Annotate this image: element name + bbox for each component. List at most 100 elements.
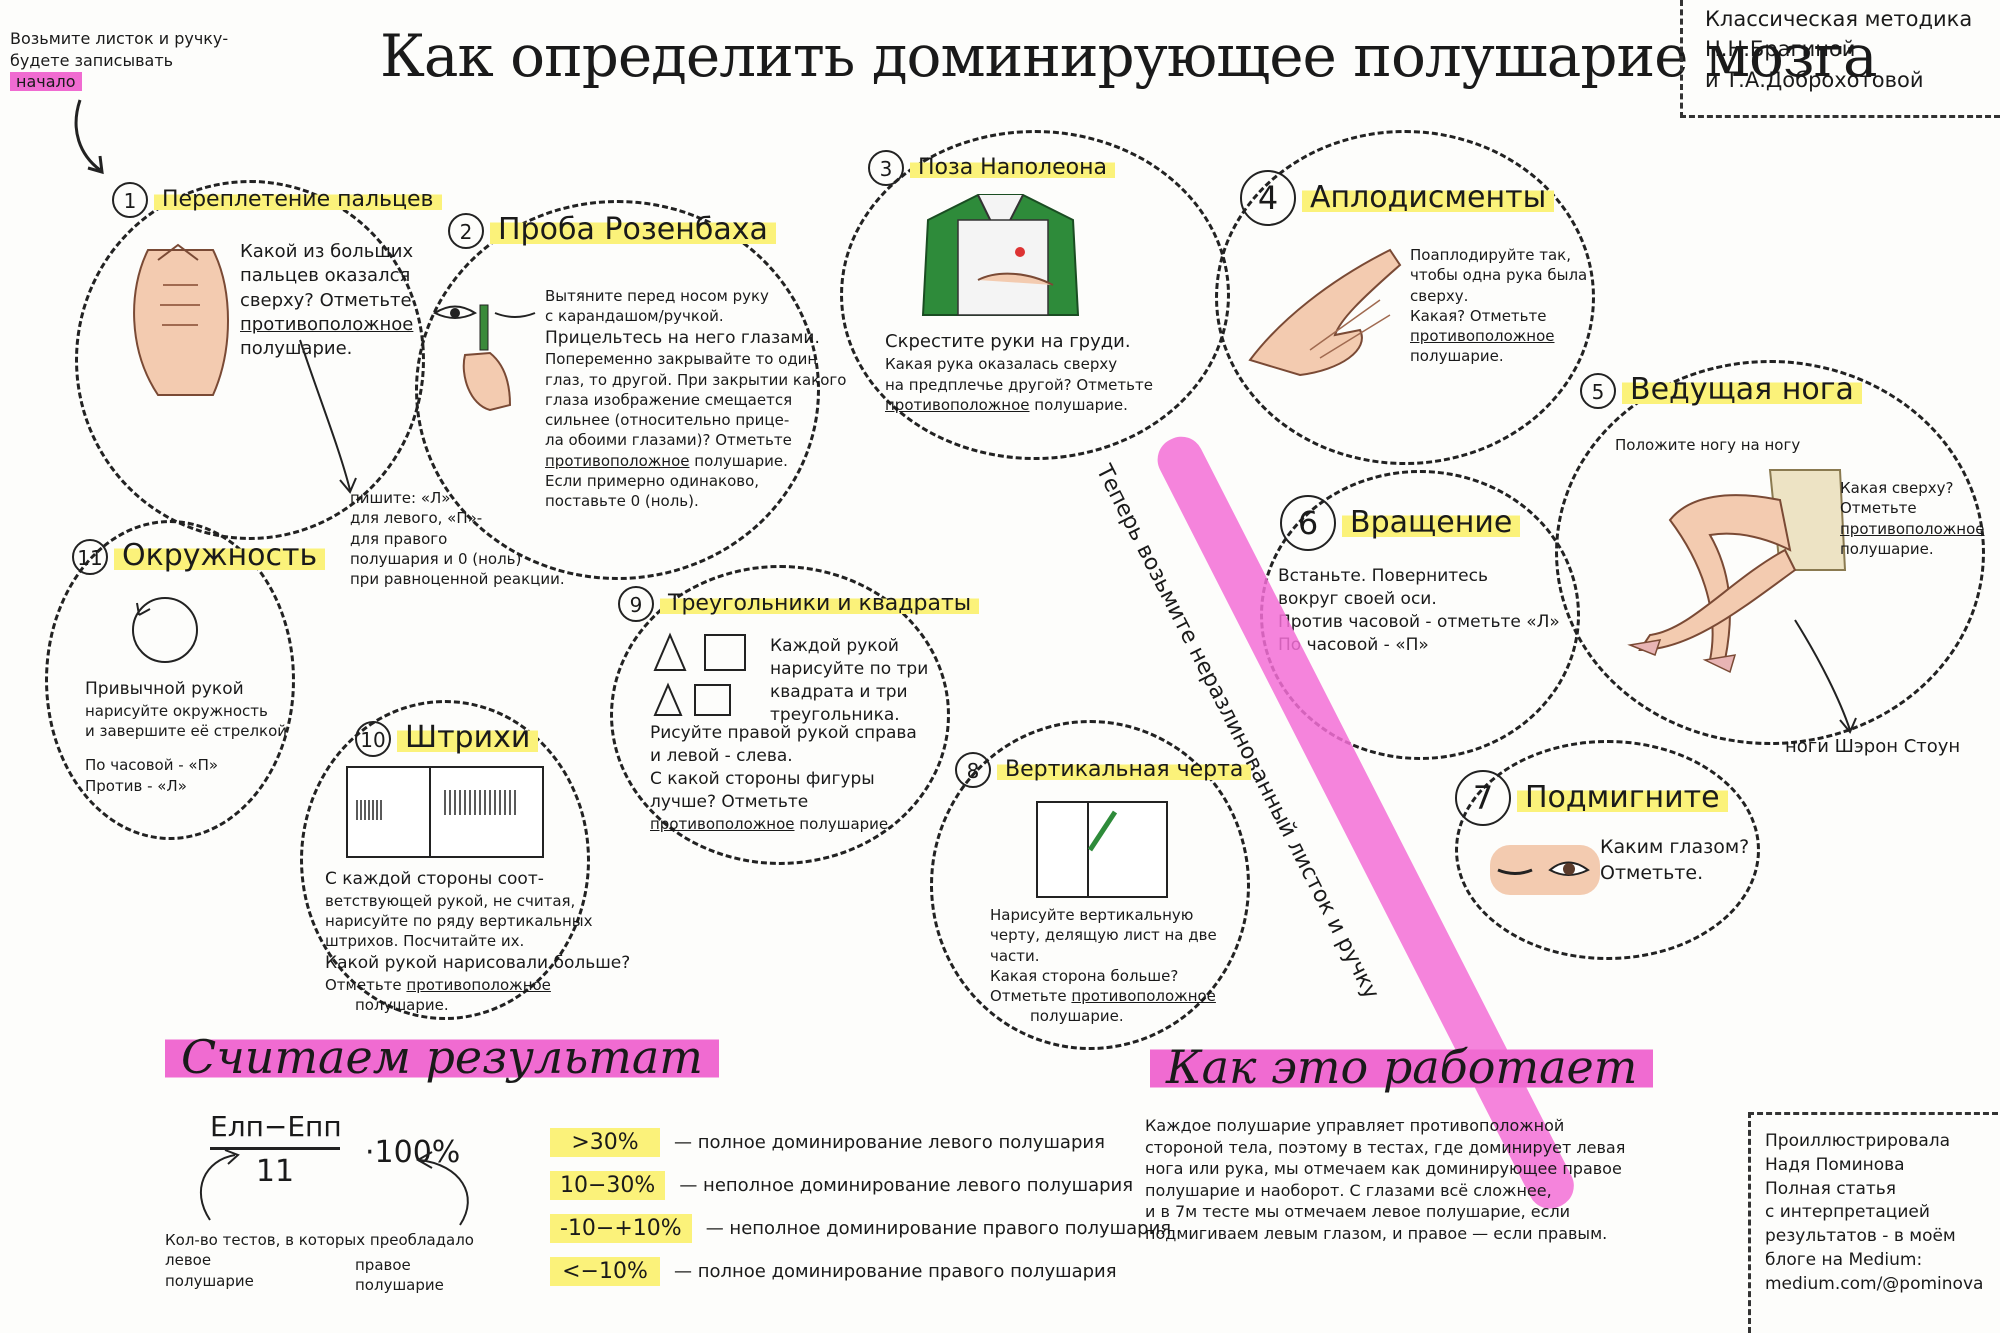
test-4-line-3: сверху.	[1410, 286, 1469, 305]
test-2-line-10: Если примерно одинаково,	[545, 471, 760, 490]
write-note-line-4: полушария и 0 (ноль)	[350, 549, 522, 568]
result-range: <−10%	[550, 1257, 660, 1286]
how-line-5: и в 7м тесте мы отмечаем левое полушарие…	[1145, 1202, 1571, 1222]
circle-arrow-icon	[132, 597, 198, 663]
write-note-line-5: при равноценной реакции.	[350, 570, 565, 588]
test-6-number: 6	[1280, 495, 1336, 551]
result-text: — неполное доминирование левого полушари…	[679, 1175, 1134, 1196]
test-9-line-7: С какой стороны фигуры	[650, 768, 875, 789]
credits: Проиллюстрировала Надя Поминова Полная с…	[1765, 1130, 1983, 1297]
test-4-line-4: Какая? Отметьте	[1410, 306, 1547, 325]
test-3-text: Скрестите руки на груди. Какая рука оказ…	[885, 330, 1153, 415]
test-1-arrow	[299, 339, 357, 494]
test-3-number: 3	[868, 150, 904, 186]
triangles-squares-icon	[653, 632, 746, 716]
legs-caption: ноги Шэрон Стоун	[1785, 736, 1961, 757]
result-row: <−10% — полное доминирование правого пол…	[550, 1257, 1171, 1286]
test-9-line-4: треугольника.	[770, 704, 900, 725]
test-1-number: 1	[112, 182, 148, 218]
credits-line-1: Проиллюстрировала	[1765, 1131, 1951, 1151]
test-4-line-2: чтобы одна рука была	[1410, 266, 1588, 285]
test-11-circle	[45, 520, 295, 840]
test-8-line-2: черту, делящую лист на две	[990, 926, 1217, 945]
test-2-line-1: Вытяните перед носом руку	[545, 287, 769, 305]
intro-line-2: будете записывать	[10, 50, 174, 70]
start-label: начало	[10, 72, 82, 92]
test-1-line-2: пальцев оказался	[240, 265, 411, 287]
formula-multiplier: ·100%	[365, 1135, 461, 1170]
test-9-line-2: нарисуйте по три	[770, 658, 929, 679]
test-5-title: Ведущая нога	[1622, 372, 1862, 407]
result-row: -10−+10% — неполное доминирование правог…	[550, 1214, 1171, 1243]
test-9-text-b: Рисуйте правой рукой справа и левой - сл…	[650, 722, 917, 834]
test-6-line-2: вокруг своей оси.	[1278, 588, 1437, 609]
test-10-line-7: полушарие.	[355, 995, 449, 1014]
how-line-1: Каждое полушарие управляет противоположн…	[1145, 1116, 1565, 1135]
credits-line-3: Полная статья	[1765, 1178, 1897, 1199]
intro-line-1: Возьмите листок и ручку-	[10, 29, 229, 48]
test-8-line-4: Какая сторона больше?	[990, 966, 1179, 985]
write-note: пишите: «Л» для левого, «П»- для правого…	[350, 488, 565, 589]
result-row: 10−30% — неполное доминирование левого п…	[550, 1171, 1171, 1200]
crossed-arms-jacket-icon	[921, 194, 1080, 316]
test-7-number: 7	[1455, 770, 1511, 826]
test-2-line-4: Попеременно закрывайте то один	[545, 350, 818, 369]
test-8-line-6: полушарие.	[1030, 1007, 1124, 1026]
credits-link[interactable]: medium.com/@pominova	[1765, 1273, 1984, 1294]
how-line-3: нога или рука, мы отмечаем как доминирую…	[1145, 1159, 1622, 1179]
test-10-line-2: ветствующей рукой, не считая,	[325, 891, 576, 910]
result-table: >30% — полное доминирование левого полуш…	[550, 1128, 1171, 1286]
credits-line-5: результатов - в моём	[1765, 1226, 1956, 1247]
test-9-number: 9	[618, 586, 654, 622]
how-line-4: полушарие и наоборот. С глазами всё слож…	[1145, 1180, 1552, 1200]
test-11-text: Привычной рукой нарисуйте окружность и з…	[85, 678, 287, 796]
test-5-arrow	[1794, 619, 1857, 734]
test-5-line-3: полушарие.	[1840, 539, 1934, 558]
test-10-opposite: противоположное	[406, 975, 551, 994]
formula-note-left-2: левое	[165, 1251, 212, 1270]
vertical-line-sheet-icon	[1036, 801, 1168, 898]
test-9-line-1: Каждой рукой	[770, 636, 899, 656]
test-4-line-1: Поаплодируйте так,	[1410, 246, 1571, 264]
test-2-line-11: поставьте 0 (ноль).	[545, 492, 699, 511]
test-10-line-1: С каждой стороны соот-	[325, 869, 544, 889]
test-6-text: Встаньте. Повернитесь вокруг своей оси. …	[1278, 565, 1560, 657]
test-1-line-1: Какой из больших	[240, 241, 414, 262]
test-2-opposite: противоположное	[545, 451, 690, 470]
test-1-line-5: полушарие.	[240, 338, 353, 360]
test-11-line-3: и завершите её стрелкой	[85, 722, 288, 741]
method-line-2: Н.Н.Брагиной	[1705, 37, 1856, 62]
test-4-number: 4	[1240, 170, 1296, 226]
start-arrow	[74, 99, 104, 175]
test-11-line-4: По часовой - «П»	[85, 756, 219, 775]
test-4-opposite: противоположное	[1410, 327, 1555, 345]
test-7-title: Подмигните	[1517, 779, 1728, 815]
test-11-line-2: нарисуйте окружность	[85, 701, 268, 720]
test-1-title: Переплетение пальцев	[154, 187, 442, 212]
test-9-text-a: Каждой рукой нарисуйте по три квадрата и…	[770, 635, 928, 727]
test-2-circle	[415, 200, 820, 580]
test-10-line-3: нарисуйте по ряду вертикальных	[325, 912, 593, 931]
formula-numerator: Елп−Епп	[210, 1110, 342, 1150]
test-2-line-7: сильнее (относительно прице-	[545, 411, 790, 430]
how-line-6: подмигиваем левым глазом, и правое — есл…	[1145, 1223, 1608, 1243]
formula-note-left-3: полушарие	[165, 1271, 254, 1290]
test-4-line-5: полушарие.	[1410, 347, 1504, 366]
test-5-line-1: Какая сверху?	[1840, 479, 1954, 497]
test-10-circle	[300, 700, 590, 1020]
how-line-2: стороной тела, поэтому в тестах, где дом…	[1145, 1137, 1626, 1157]
test-8-line-1: Нарисуйте вертикальную	[990, 906, 1194, 924]
test-8-opposite: противоположное	[1071, 987, 1216, 1005]
method-text: Классическая методика Н.Н.Брагиной и Т.А…	[1705, 4, 1972, 95]
test-8-circle	[930, 720, 1250, 1050]
result-range: 10−30%	[550, 1171, 666, 1200]
test-6-line-3: Против часовой - отметьте «Л»	[1278, 611, 1560, 632]
test-2-line-5: глаз, то другой. При закрытии какого	[545, 370, 847, 389]
test-3-line-3: на предплечье другой? Отметьте	[885, 375, 1153, 394]
winking-eyes-icon	[1490, 845, 1600, 895]
credits-line-4: с интерпретацией	[1765, 1202, 1930, 1223]
